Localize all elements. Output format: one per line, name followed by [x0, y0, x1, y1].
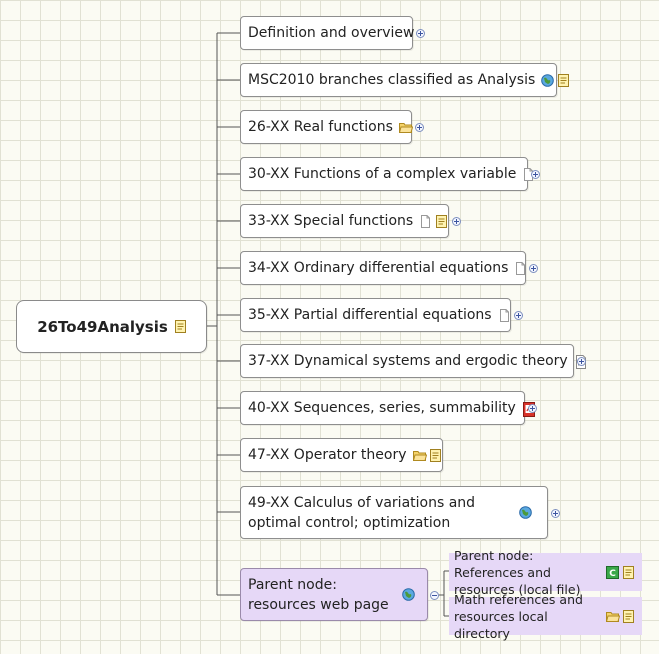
note-icon[interactable] — [557, 73, 570, 87]
topic-37xx-dynamical-systems[interactable]: 37-XX Dynamical systems and ergodic theo… — [240, 344, 586, 378]
expand-button[interactable] — [528, 404, 537, 413]
topic-label: Definition and overview — [248, 25, 415, 41]
note-icon[interactable] — [174, 320, 187, 333]
topic-label: Parent node: resources web page — [248, 576, 389, 613]
note-icon[interactable] — [435, 214, 448, 228]
document-icon[interactable] — [514, 261, 527, 275]
topic-label: 35-XX Partial differential equations — [248, 307, 492, 323]
topic-label: 47-XX Operator theory — [248, 447, 407, 463]
subtopic-label: Math references and resources local dire… — [454, 591, 583, 641]
expand-button[interactable] — [452, 217, 461, 226]
svg-text:C: C — [609, 569, 616, 579]
c-file-icon[interactable]: C — [606, 565, 619, 579]
expand-button[interactable] — [529, 264, 538, 273]
collapse-button[interactable] — [430, 591, 439, 600]
central-topic[interactable]: 26To49Analysis — [16, 300, 207, 353]
note-icon[interactable] — [622, 609, 635, 623]
topic-parent-resources-web-page[interactable]: Parent node: resources web page — [240, 568, 428, 621]
topic-label: 40-XX Sequences, series, summability — [248, 400, 516, 416]
globe-link-icon[interactable] — [402, 588, 415, 601]
topic-label: 33-XX Special functions — [248, 213, 414, 229]
topic-40xx-sequences-series[interactable]: 40-XX Sequences, series, summability — [240, 391, 535, 425]
topic-47xx-operator-theory[interactable]: 47-XX Operator theory — [240, 438, 443, 472]
folder-icon[interactable] — [606, 610, 620, 623]
subtopic-label: Parent node: References and resources (l… — [454, 547, 581, 597]
topic-label: 26-XX Real functions — [248, 119, 393, 135]
expand-button[interactable] — [415, 123, 424, 132]
topic-49xx-calculus-of-variations[interactable]: 49-XX Calculus of variations and optimal… — [240, 486, 548, 539]
folder-icon[interactable] — [412, 449, 427, 462]
subtopic-references-local-file[interactable]: Parent node: References and resources (l… — [449, 548, 642, 597]
topic-30xx-complex-variable[interactable]: 30-XX Functions of a complex variable — [240, 157, 534, 191]
topic-34xx-ode[interactable]: 34-XX Ordinary differential equations — [240, 251, 526, 285]
note-icon[interactable] — [622, 565, 635, 579]
topic-definition-overview[interactable]: Definition and overview — [240, 16, 415, 50]
globe-link-icon[interactable] — [519, 506, 532, 519]
globe-link-icon[interactable] — [541, 73, 555, 87]
expand-button[interactable] — [416, 29, 425, 38]
topic-label: 30-XX Functions of a complex variable — [248, 166, 517, 182]
topic-label: 49-XX Calculus of variations and optimal… — [248, 494, 476, 531]
topic-26xx-real-functions[interactable]: 26-XX Real functions — [240, 110, 413, 144]
topic-label: 37-XX Dynamical systems and ergodic theo… — [248, 353, 568, 369]
folder-icon[interactable] — [398, 121, 413, 134]
topic-label: MSC2010 branches classified as Analysis — [248, 72, 536, 88]
expand-button[interactable] — [531, 170, 540, 179]
note-icon[interactable] — [429, 448, 442, 462]
expand-button[interactable] — [514, 311, 523, 320]
document-icon[interactable] — [419, 214, 432, 228]
expand-button[interactable] — [551, 509, 560, 518]
document-icon[interactable] — [498, 308, 511, 322]
central-topic-label: 26To49Analysis — [37, 317, 168, 336]
topic-msc2010-branches[interactable]: MSC2010 branches classified as Analysis — [240, 63, 570, 97]
subtopic-math-references-directory[interactable]: Math references and resources local dire… — [449, 592, 642, 641]
topic-label: 34-XX Ordinary differential equations — [248, 260, 509, 276]
expand-button[interactable] — [577, 357, 586, 366]
topic-35xx-pde[interactable]: 35-XX Partial differential equations — [240, 298, 511, 332]
topic-33xx-special-functions[interactable]: 33-XX Special functions — [240, 204, 449, 238]
